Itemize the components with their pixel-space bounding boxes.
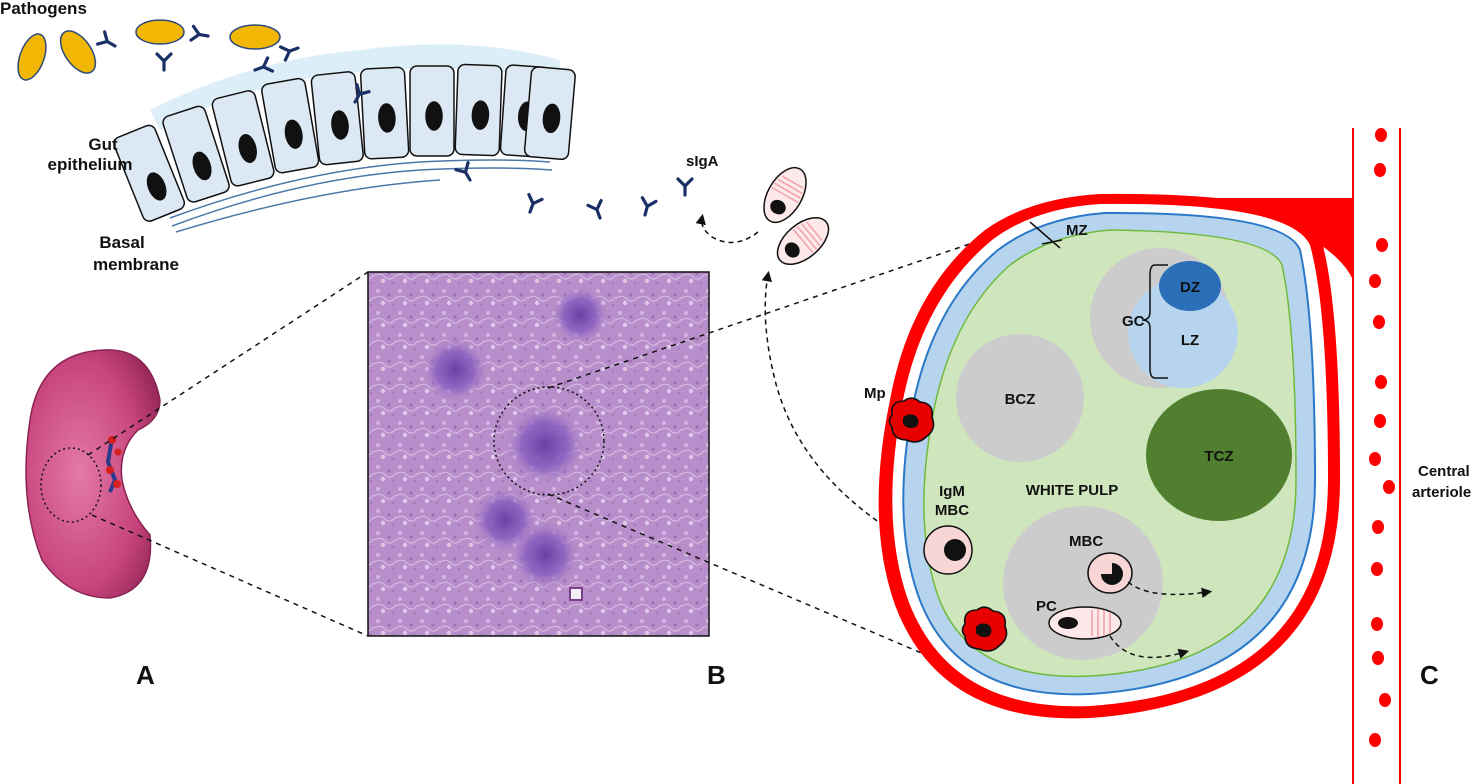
vessel-lumen bbox=[569, 587, 583, 601]
basal-membrane-label-line1: Basal bbox=[99, 233, 144, 252]
follicle-stains bbox=[421, 285, 610, 591]
igm-label-line2: MBC bbox=[935, 502, 969, 519]
gut-epithelium-label-line1: Gut bbox=[88, 135, 118, 154]
spleen-zoom-circle bbox=[40, 447, 102, 523]
basal-membrane-line bbox=[171, 167, 553, 227]
mbc-cell bbox=[1087, 552, 1133, 594]
epithelial-cells bbox=[113, 63, 576, 222]
histology-micrograph bbox=[367, 271, 710, 637]
migrating-plasma-cells bbox=[763, 166, 830, 266]
follicle-schematic: MZ DZ GC LZ BCZ TCZ WHITE PULP Mp IgM MB… bbox=[864, 193, 1353, 719]
igm-label-line1: IgM bbox=[939, 483, 965, 500]
pathogens-label: Pathogens bbox=[0, 0, 87, 18]
pathogen bbox=[59, 30, 97, 74]
t-cell-zone bbox=[1146, 389, 1292, 521]
mucus-layer bbox=[150, 44, 560, 130]
migration-arrow-to-gut bbox=[695, 213, 759, 244]
migration-arrow-from-follicle bbox=[761, 270, 916, 546]
spleen-shape bbox=[25, 349, 161, 599]
red-blood-cells bbox=[1369, 128, 1395, 747]
basal-membrane-line bbox=[169, 159, 551, 219]
lz-label: LZ bbox=[1181, 332, 1199, 349]
basal-membrane-line bbox=[175, 179, 441, 233]
macrophage bbox=[961, 606, 1008, 652]
dz-label: DZ bbox=[1180, 279, 1200, 296]
zoom-line bbox=[91, 514, 369, 637]
mz-label: MZ bbox=[1066, 222, 1088, 239]
pathogens bbox=[17, 19, 281, 81]
panel-label-b: B bbox=[707, 660, 726, 690]
mp-label: Mp bbox=[864, 385, 886, 402]
white-pulp-label: WHITE PULP bbox=[1026, 482, 1119, 499]
dark-zone bbox=[1159, 261, 1221, 311]
b-cell-zone bbox=[956, 334, 1084, 462]
tcz-label: TCZ bbox=[1204, 448, 1233, 465]
macrophage bbox=[888, 397, 935, 443]
spleen-organ bbox=[25, 349, 161, 599]
gut-epithelium-label-line2: epithelium bbox=[47, 155, 132, 174]
bcz-label: BCZ bbox=[1005, 391, 1036, 408]
central-arteriole: Central arteriole bbox=[1352, 128, 1471, 784]
pc-label: PC bbox=[1036, 598, 1057, 615]
gc-brace bbox=[1141, 264, 1168, 379]
igm-mbc-cell bbox=[923, 525, 973, 575]
panel-label-c: C bbox=[1420, 660, 1439, 690]
light-zone bbox=[1128, 278, 1238, 388]
central-arteriole-label-line2: arteriole bbox=[1412, 484, 1471, 501]
gut-epithelium-group: Pathogens Gut epithelium Basal membrane … bbox=[0, 0, 719, 274]
gc-label: GC bbox=[1122, 313, 1145, 330]
mz-bracket bbox=[1029, 221, 1063, 249]
pathogen bbox=[229, 24, 281, 50]
basal-membrane-label-line2: membrane bbox=[93, 255, 179, 274]
memory-niche bbox=[1003, 506, 1163, 660]
panel-label-a: A bbox=[136, 660, 155, 690]
central-arteriole-label-line1: Central bbox=[1418, 463, 1470, 480]
mbc-label: MBC bbox=[1069, 533, 1103, 550]
siga-label: sIgA bbox=[686, 153, 719, 170]
pc-cell bbox=[1048, 606, 1122, 640]
red-pulp-wedge bbox=[1200, 198, 1353, 280]
pathogen bbox=[17, 33, 47, 81]
pathogen bbox=[135, 19, 185, 45]
